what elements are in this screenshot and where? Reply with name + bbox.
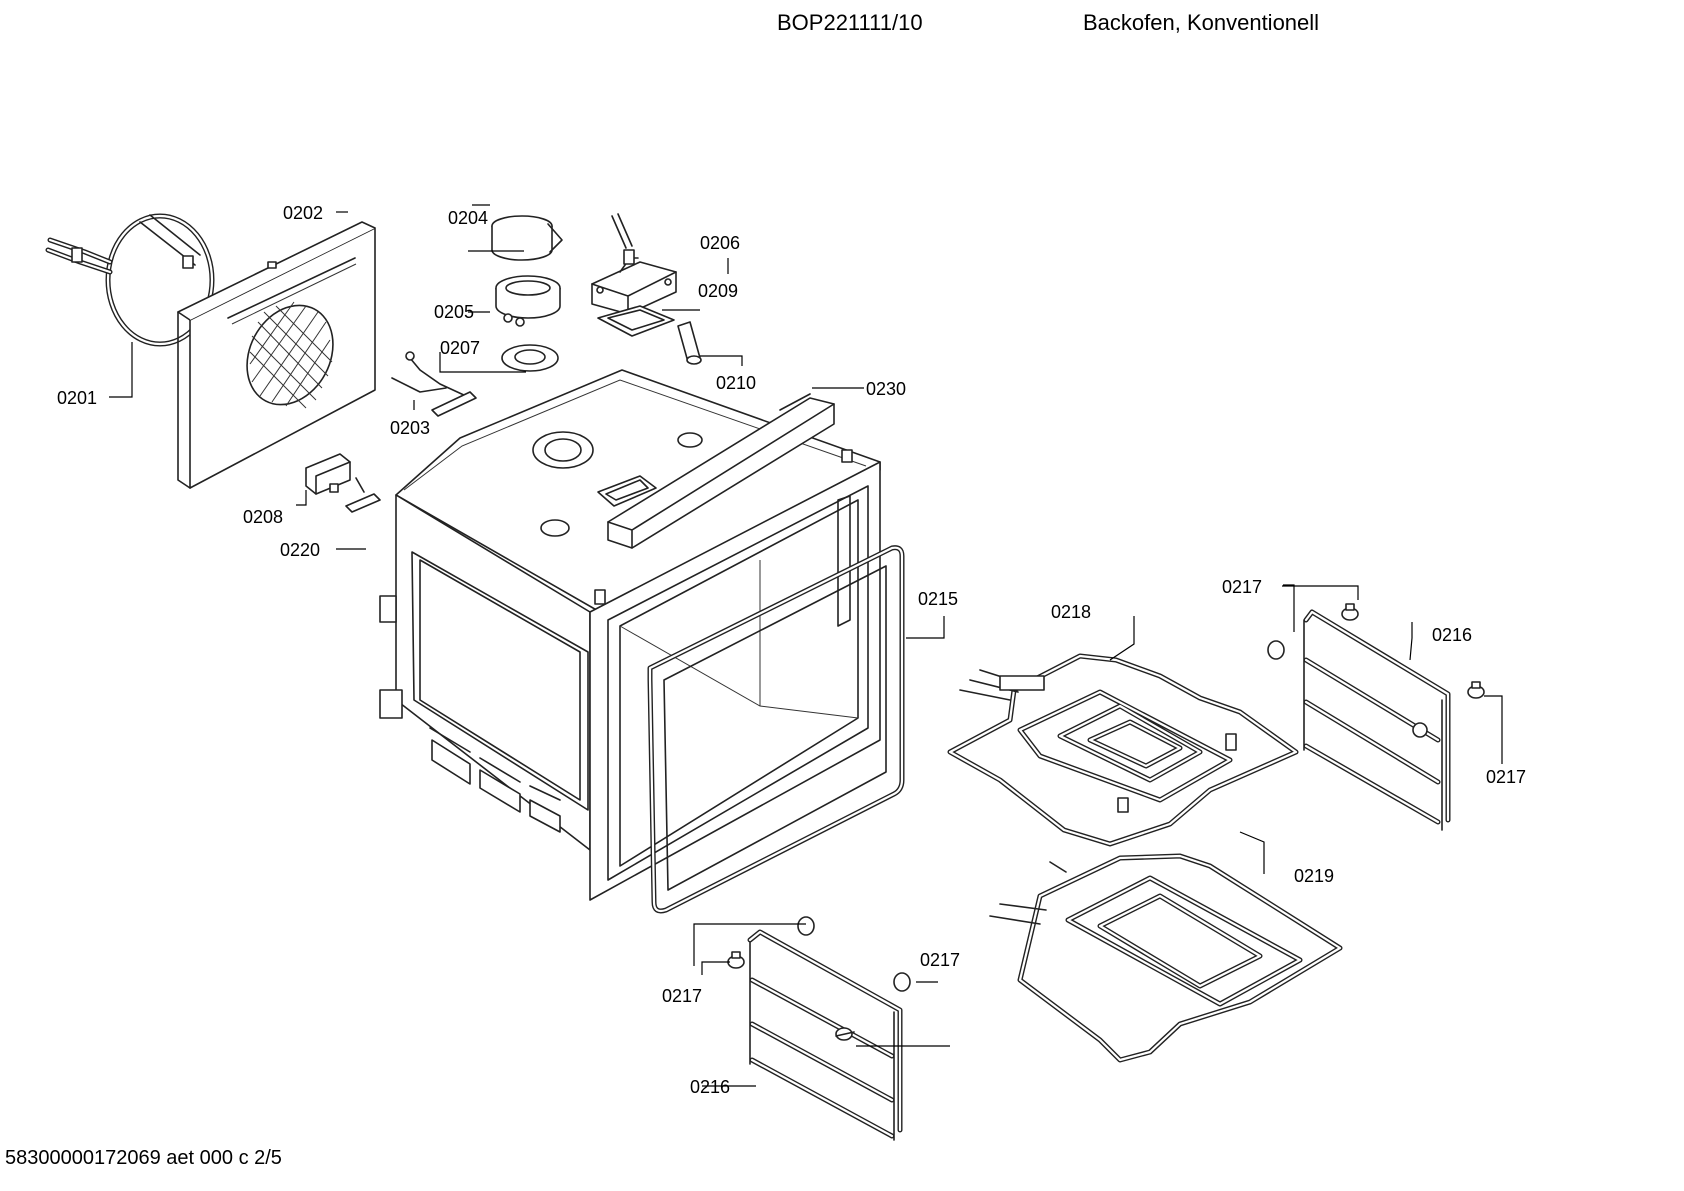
upper-heating-element[interactable] [947, 653, 1299, 847]
label-0219: 0219 [1294, 866, 1334, 886]
label-0217-lower-left: 0217 [662, 986, 702, 1006]
control-panel-bracket[interactable] [607, 393, 835, 549]
door-seal[interactable] [647, 545, 905, 914]
temperature-sensor[interactable] [391, 351, 477, 417]
label-0215: 0215 [918, 589, 958, 609]
side-rack-left[interactable] [747, 929, 903, 1141]
seal-gasket[interactable] [597, 305, 675, 337]
label-0207: 0207 [440, 338, 480, 358]
label-0201: 0201 [57, 388, 97, 408]
label-0206: 0206 [700, 233, 740, 253]
label-0202: 0202 [283, 203, 323, 223]
side-rack-right[interactable] [1303, 609, 1451, 831]
label-0204: 0204 [448, 208, 488, 228]
fan-motor[interactable] [495, 275, 561, 327]
label-0217-top: 0217 [1222, 577, 1262, 597]
appliance-description: Backofen, Konventionell [1083, 10, 1320, 35]
ring-heating-element[interactable] [45, 213, 215, 347]
label-0205: 0205 [434, 302, 474, 322]
label-0208: 0208 [243, 507, 283, 527]
label-0203: 0203 [390, 418, 430, 438]
label-0220: 0220 [280, 540, 320, 560]
document-id: 58300000172069 aet 000 c 2/5 [5, 1147, 282, 1169]
oven-lamp[interactable] [677, 321, 702, 365]
terminal-block[interactable] [305, 453, 381, 513]
label-0216-left: 0216 [690, 1077, 730, 1097]
label-0218: 0218 [1051, 602, 1091, 622]
label-0230: 0230 [866, 379, 906, 399]
leader-lines [109, 204, 1503, 1087]
rack-fixing-screws[interactable] [727, 603, 1485, 1037]
model-number: BOP221111/10 [777, 10, 923, 35]
oven-cavity-housing[interactable] [379, 369, 881, 901]
lower-heating-element[interactable] [989, 853, 1343, 1063]
label-0210: 0210 [716, 373, 756, 393]
part-labels: 0201 0202 0203 0204 0205 0206 0207 0208 … [57, 203, 1526, 1097]
label-0216-right: 0216 [1432, 625, 1472, 645]
fan-blade[interactable] [491, 215, 563, 261]
label-0217-right: 0217 [1486, 767, 1526, 787]
fan-cover-plate[interactable] [501, 344, 559, 372]
rear-cover-panel[interactable] [177, 221, 376, 489]
label-0217-lower: 0217 [920, 950, 960, 970]
thermostat-control[interactable] [591, 213, 677, 315]
label-0209: 0209 [698, 281, 738, 301]
